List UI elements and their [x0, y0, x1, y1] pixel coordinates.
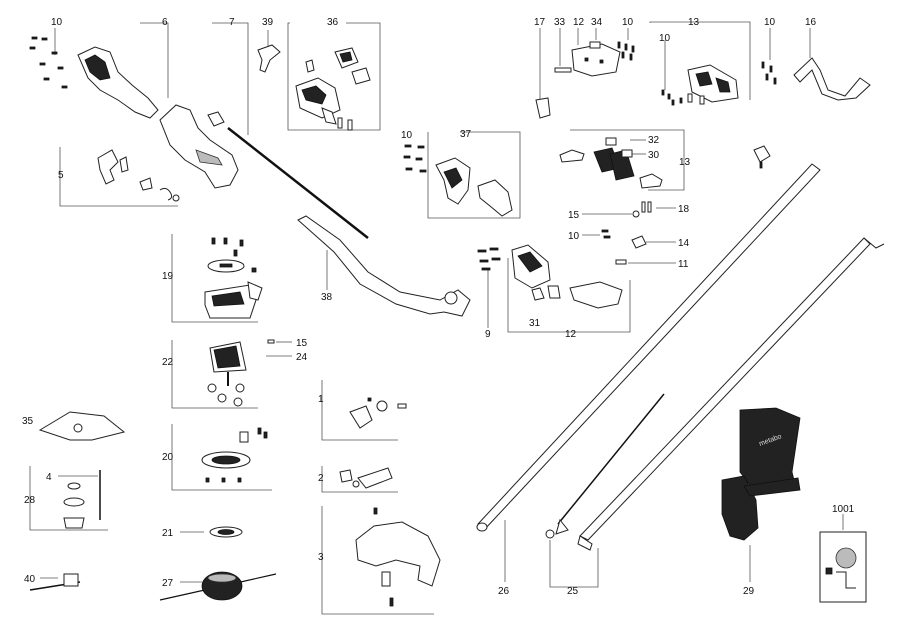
label-4: 4	[46, 472, 52, 483]
label-5: 5	[58, 170, 64, 181]
part-38-loop-handle	[297, 215, 471, 317]
label-18: 18	[678, 204, 690, 215]
label-10: 10	[401, 130, 413, 141]
label-39: 39	[262, 17, 274, 28]
label-6: 6	[162, 17, 168, 28]
label-14: 14	[678, 238, 690, 249]
label-1: 1	[318, 394, 324, 405]
label-1001: 1001	[832, 504, 855, 515]
part-1001-box	[819, 514, 867, 603]
label-3: 3	[318, 552, 324, 563]
label-10: 10	[659, 33, 671, 44]
part-13-electronics-middle	[559, 129, 685, 191]
part-36-battery-latch	[287, 22, 381, 131]
label-15: 15	[568, 210, 580, 221]
part-14-button	[631, 235, 676, 249]
part-10-screws-topleft	[29, 28, 68, 89]
label-19: 19	[162, 271, 174, 282]
label-2: 2	[318, 473, 324, 484]
part-7-drive-shaft	[207, 22, 369, 239]
label-17: 17	[534, 17, 546, 28]
label-10: 10	[51, 17, 63, 28]
label-34: 34	[591, 17, 603, 28]
label-7: 7	[229, 17, 235, 28]
label-15: 15	[296, 338, 308, 349]
label-35: 35	[22, 416, 34, 427]
part-3-guard	[321, 506, 441, 615]
part-19-gear-head	[171, 234, 263, 323]
part-10-screws-right	[761, 28, 777, 85]
label-25: 25	[567, 586, 579, 597]
label-11: 11	[678, 259, 689, 270]
label-21: 21	[162, 528, 174, 539]
part-13-electronics-upper	[649, 21, 751, 106]
part-40-tool	[29, 573, 81, 591]
part-11-rod	[615, 259, 676, 265]
label-31: 31	[529, 318, 541, 329]
part-16-bail-handle	[793, 28, 871, 101]
part-6-handle-housing	[77, 22, 239, 189]
part-33-pin	[554, 28, 572, 73]
part-37-handle-assembly	[403, 131, 521, 219]
label-27: 27	[162, 578, 174, 589]
part-2-bracket	[321, 466, 398, 493]
part-1-clamp	[321, 380, 407, 441]
part-25-drive-cable	[545, 237, 885, 588]
part-26-shaft-tube	[476, 163, 821, 582]
label-10: 10	[622, 17, 634, 28]
label-29: 29	[743, 586, 755, 597]
part-10-screws-topmid	[617, 28, 635, 61]
part-4-wrench	[58, 470, 101, 520]
part-28-nut-set	[29, 466, 108, 531]
label-10: 10	[568, 231, 580, 242]
callout-labels: 10 6 7 39 36 17 33 12 34 10 13 10 10 16 …	[22, 17, 855, 597]
part-10-screws-mid	[582, 229, 611, 239]
label-33: 33	[554, 17, 566, 28]
label-37: 37	[460, 129, 472, 140]
part-5-trigger	[59, 147, 180, 207]
label-12: 12	[573, 17, 585, 28]
part-15-spring-lower	[267, 339, 292, 344]
part-26-tube-end	[753, 145, 771, 169]
part-34-plug	[589, 28, 601, 49]
label-12: 12	[565, 329, 577, 340]
part-17-sensor	[535, 28, 551, 119]
label-38: 38	[321, 292, 333, 303]
label-30: 30	[648, 150, 660, 161]
part-39-clip	[257, 30, 281, 73]
part-9-screws	[477, 247, 501, 328]
label-20: 20	[162, 452, 174, 463]
label-26: 26	[498, 586, 510, 597]
part-20-base-plate	[171, 424, 272, 491]
label-13: 13	[688, 17, 700, 28]
label-10: 10	[764, 17, 776, 28]
part-15-spring	[582, 210, 640, 218]
part-27-trimmer-head	[159, 571, 277, 601]
label-24: 24	[296, 352, 308, 363]
label-40: 40	[24, 574, 36, 585]
label-9: 9	[485, 329, 491, 340]
label-22: 22	[162, 357, 174, 368]
label-36: 36	[327, 17, 339, 28]
part-18-pins	[641, 201, 676, 213]
part-21-spool-flange	[180, 526, 243, 538]
part-12-housing-lower	[507, 244, 631, 333]
label-32: 32	[648, 135, 660, 146]
part-12-housing-cover	[571, 28, 621, 77]
part-22-motor	[171, 340, 258, 409]
label-16: 16	[805, 17, 817, 28]
label-28: 28	[24, 495, 36, 506]
label-13: 13	[679, 157, 691, 168]
part-35-blade	[38, 411, 126, 441]
part-29-shoulder-harness: metabo	[721, 407, 801, 582]
